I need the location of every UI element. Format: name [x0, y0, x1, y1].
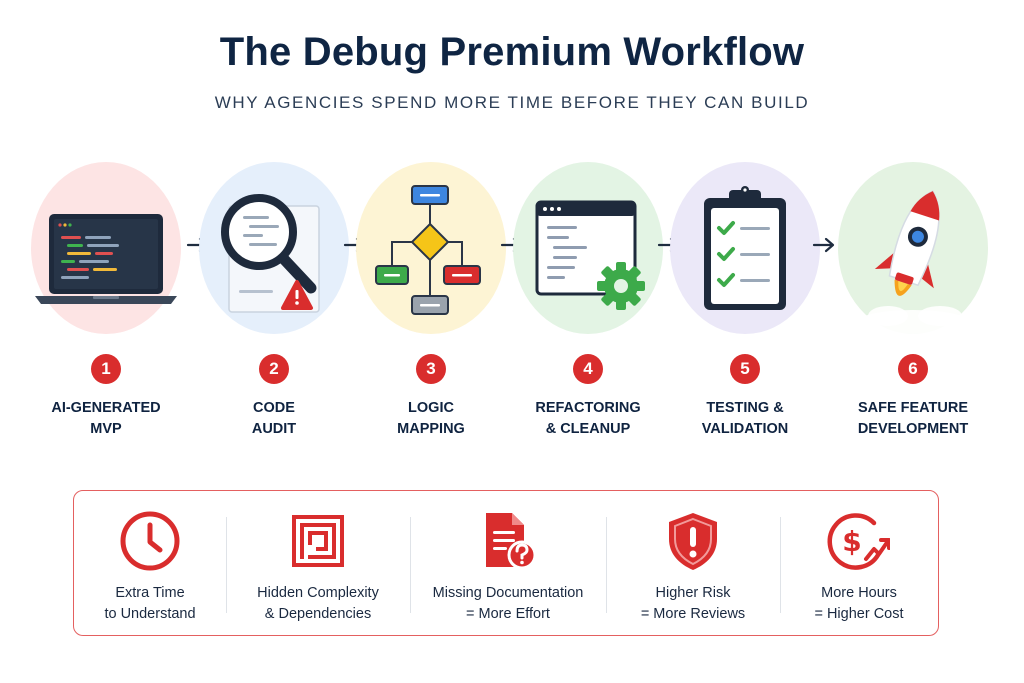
step-6-label: SAFE FEATURE DEVELOPMENT [857, 400, 969, 437]
step-2-label: CODE AUDIT [251, 400, 297, 437]
factor-extra-time-text: Extra Time to Understand [104, 585, 196, 622]
laptop-code-icon [35, 214, 177, 304]
factor-higher-risk: Higher Risk = More Reviews [606, 491, 780, 637]
factor-hidden-complexity: Hidden Complexity & Dependencies [226, 491, 410, 637]
step-1: 1 AI-GENERATED MVP [31, 150, 181, 450]
cost-factors-panel: Extra Time to Understand Hidden Complexi… [73, 490, 939, 636]
factor-missing-docs: Missing Documentation = More Effort [410, 491, 606, 637]
clock-icon [120, 511, 180, 571]
factor-more-hours: $ More Hours = Higher Cost [780, 491, 938, 637]
divider [780, 517, 781, 613]
step-5-number: 5 [730, 354, 760, 384]
step-6-number: 6 [898, 354, 928, 384]
step-1-number: 1 [91, 354, 121, 384]
arrow-right-icon [812, 237, 835, 253]
divider [226, 517, 227, 613]
factor-more-hours-text: More Hours = Higher Cost [814, 585, 904, 622]
step-3-number: 3 [416, 354, 446, 384]
step-4-label: REFACTORING & CLEANUP [535, 400, 641, 437]
workflow-steps: 1 AI-GENERATED MVP 2 CODE AUD [0, 150, 1024, 450]
step-1-label: AI-GENERATED MVP [51, 400, 161, 437]
step-4-number: 4 [573, 354, 603, 384]
code-window-gear-icon [535, 200, 645, 310]
clipboard-checklist-icon [704, 186, 786, 310]
page-title: The Debug Premium Workflow [219, 30, 805, 74]
factor-higher-risk-text: Higher Risk = More Reviews [640, 585, 746, 622]
step-4: 4 REFACTORING & CLEANUP [513, 150, 663, 450]
step-3-label: LOGIC MAPPING [397, 400, 465, 437]
magnifier-warning-icon [221, 194, 320, 313]
factor-extra-time: Extra Time to Understand [74, 491, 226, 637]
svg-text:$: $ [842, 525, 861, 558]
page-subtitle: WHY AGENCIES SPEND MORE TIME BEFORE THEY… [214, 93, 810, 112]
maze-icon [292, 515, 344, 567]
rocket-icon [857, 190, 969, 334]
divider [606, 517, 607, 613]
divider [410, 517, 411, 613]
step-5-label: TESTING & VALIDATION [701, 400, 789, 437]
factor-missing-docs-text: Missing Documentation = More Effort [432, 585, 584, 622]
step-5: 5 TESTING & VALIDATION [670, 150, 820, 450]
step-6: 6 SAFE FEATURE DEVELOPMENT [838, 150, 988, 450]
step-2: 2 CODE AUDIT [199, 150, 349, 450]
dollar-trend-icon: $ [827, 513, 890, 570]
factor-hidden-complexity-text: Hidden Complexity & Dependencies [257, 585, 379, 622]
shield-alert-icon [669, 513, 717, 570]
flowchart-icon [375, 185, 481, 315]
step-3: 3 LOGIC MAPPING [356, 150, 506, 450]
step-2-number: 2 [259, 354, 289, 384]
document-question-icon [486, 513, 537, 570]
